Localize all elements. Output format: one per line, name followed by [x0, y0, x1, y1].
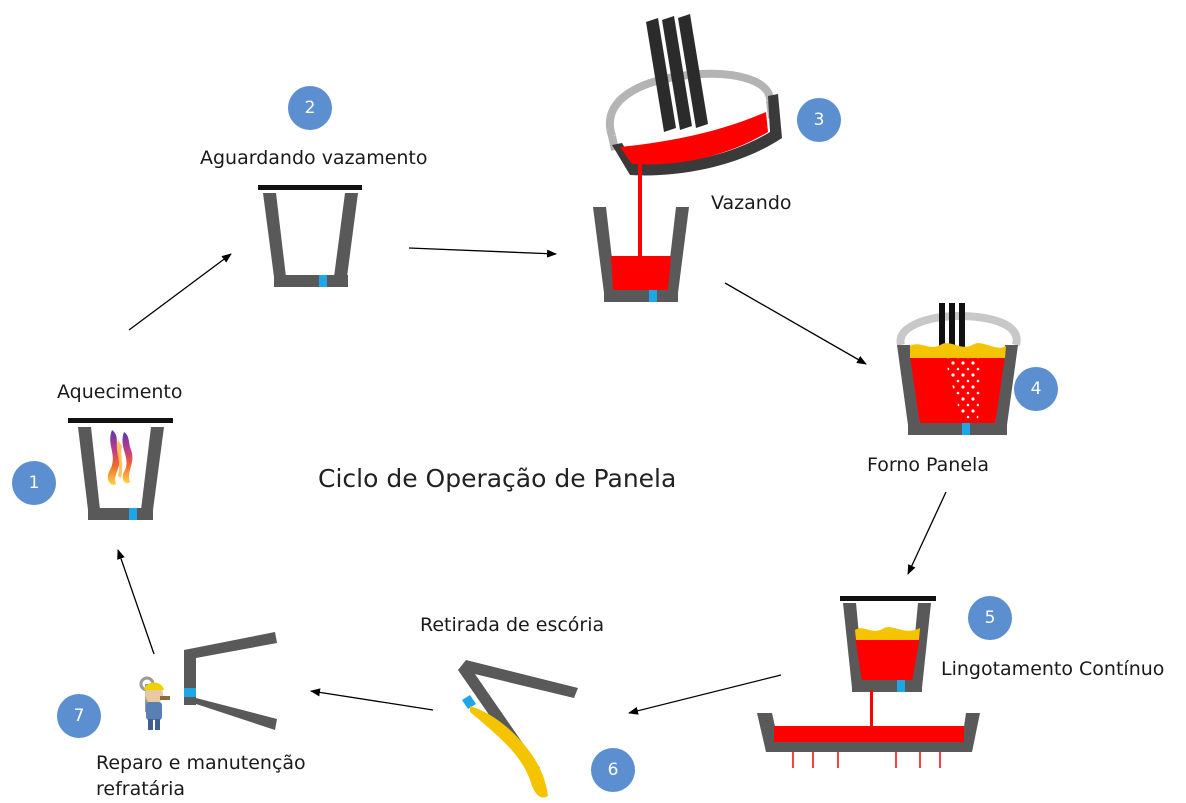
tundish-steel	[774, 726, 964, 742]
electrode	[662, 16, 692, 130]
ladle-waiting	[258, 185, 362, 287]
ladle-tapping	[593, 207, 689, 302]
ladle-bottom	[908, 423, 1007, 435]
slag-layer	[855, 627, 920, 640]
ladle-nozzle	[462, 695, 476, 709]
ladle-bottom	[852, 680, 922, 692]
ladle-right-wall	[995, 345, 1018, 425]
step-3-label: Vazando	[711, 192, 792, 214]
ladle-top-wall	[184, 632, 277, 658]
ladle-lid	[840, 596, 936, 601]
step-3-badge: 3	[797, 98, 841, 142]
steel-pour-stream	[638, 160, 642, 258]
step-1-badge: 1	[12, 461, 56, 505]
tundish	[757, 713, 980, 768]
step-7-label-line2: refratária	[96, 778, 186, 800]
electrode	[678, 14, 708, 128]
ladle-nozzle	[184, 688, 196, 697]
step-1-label: Aquecimento	[57, 381, 183, 403]
arrow-2-to-3	[408, 247, 557, 258]
ladle-repair	[184, 632, 277, 730]
ladle-lid	[68, 418, 173, 423]
tundish-body	[757, 713, 980, 752]
ladle-nozzle	[649, 290, 657, 302]
ladle-right-wall	[334, 193, 358, 277]
ladle-left-wall	[897, 345, 920, 425]
ladle-nozzle	[319, 275, 327, 287]
arrow-6-to-7	[310, 688, 434, 711]
step-5-badge: 5	[968, 596, 1012, 640]
ladle-left-wall	[263, 193, 286, 277]
slag-layer	[910, 343, 1006, 358]
step-4-badge: 4	[1014, 367, 1058, 411]
ladle-bottom	[604, 290, 678, 302]
electrode	[646, 18, 676, 132]
step-2-label: Aguardando vazamento	[200, 147, 428, 169]
electrode	[949, 303, 955, 365]
electric-arc-furnace	[606, 14, 782, 258]
arrow-3-to-4	[724, 282, 867, 365]
argon-bubbles	[944, 356, 982, 420]
step-6-label: Retirada de escória	[420, 614, 605, 636]
step-7-label: Reparo e manutenção	[96, 752, 306, 774]
step-6-badge: 6	[591, 748, 635, 792]
electrode	[959, 303, 965, 365]
molten-steel	[855, 636, 920, 682]
diagram-title: Ciclo de Operação de Panela	[318, 464, 677, 493]
ladle-left-wall	[78, 427, 100, 510]
cycle-arrows	[117, 247, 947, 715]
ladle-casting	[840, 596, 936, 730]
molten-steel	[611, 256, 671, 290]
ladle-nozzle	[129, 508, 137, 520]
slag-flow	[470, 706, 548, 798]
arrow-7-to-1	[117, 549, 155, 655]
ladle-right-wall	[910, 603, 931, 688]
ladle-nozzle	[962, 423, 970, 435]
ladle-nozzle	[897, 680, 905, 692]
ladle-left-wall	[843, 603, 864, 688]
worker-icon	[139, 676, 170, 730]
step-2-badge: 2	[288, 86, 332, 130]
furnace-roof	[896, 311, 1021, 347]
arrow-5-to-6	[628, 674, 782, 715]
ladle-bottom-wall	[184, 698, 277, 730]
step-4-label: Forno Panela	[867, 454, 989, 476]
furnace-vessel	[612, 94, 782, 176]
ladle-slag-removal	[458, 660, 578, 798]
arrow-4-to-5	[907, 491, 947, 575]
electrode	[939, 303, 945, 365]
ladle-right-wall	[666, 207, 689, 293]
tundish-streams	[792, 752, 941, 768]
ladle-bottom	[88, 508, 153, 520]
ladle-left-wall	[593, 207, 616, 293]
step-5-label: Lingotamento Contínuo	[941, 658, 1165, 680]
steel-pour-stream	[870, 690, 873, 730]
molten-steel-in-furnace	[620, 112, 768, 165]
ladle-lid	[258, 185, 362, 190]
ladle-heating	[68, 418, 173, 520]
ladle-furnace	[896, 303, 1021, 435]
arrow-1-to-2	[128, 253, 232, 331]
ladle-right-wall	[141, 427, 164, 510]
step-7-badge: 7	[57, 694, 101, 738]
ladle-top-wall	[458, 660, 578, 698]
ladle-bottom	[274, 275, 348, 287]
flame-icon	[107, 430, 133, 486]
